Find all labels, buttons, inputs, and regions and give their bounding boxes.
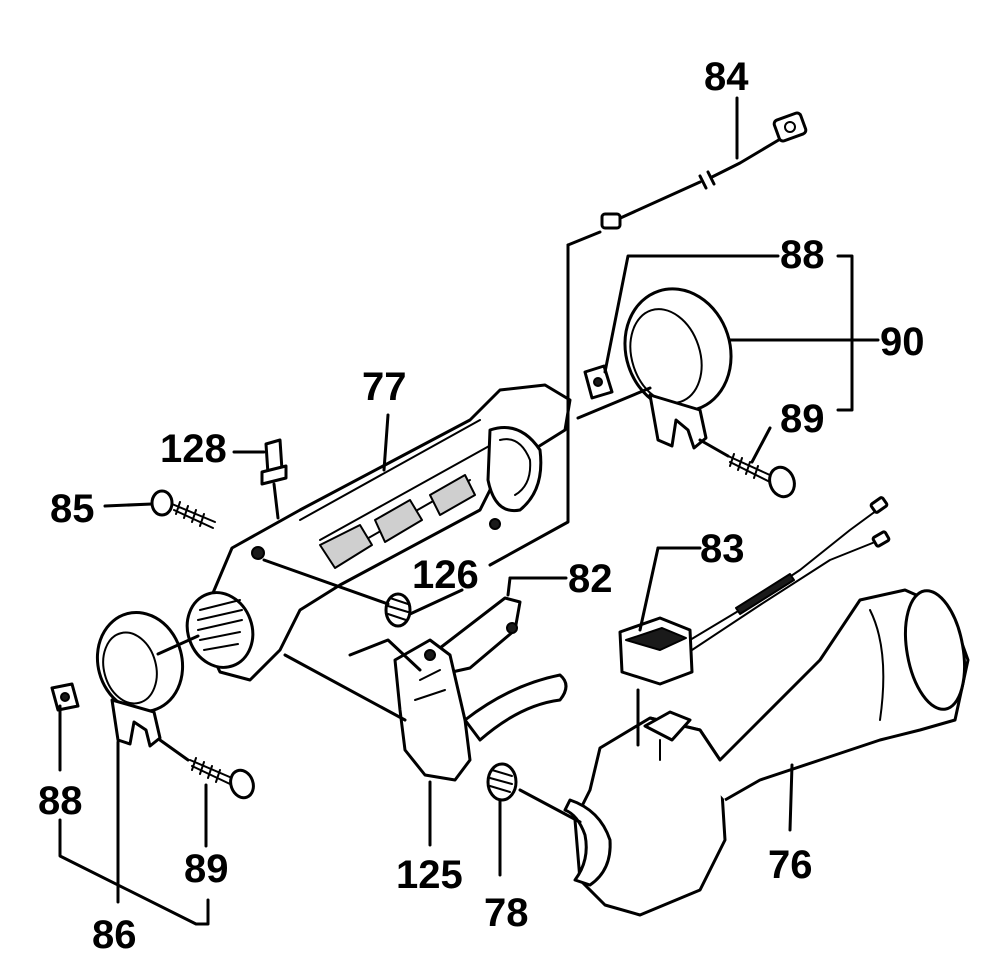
label-83: 83: [700, 527, 745, 571]
label-90: 90: [880, 320, 925, 364]
label-77: 77: [362, 365, 407, 409]
part-labels: 84 88 90 89 77 128 85 126 82 83 76 88 86…: [38, 55, 925, 957]
leader-lines: [58, 96, 880, 926]
label-128: 128: [160, 427, 227, 471]
rear-handle-76: [563, 588, 970, 917]
clamp-screw-89-top: [727, 453, 796, 499]
label-125: 125: [396, 853, 463, 897]
label-89-bottom: 89: [184, 847, 229, 891]
throttle-trigger-125: [393, 638, 568, 782]
stop-switch-83: [618, 496, 891, 686]
trigger-spring-78: [486, 762, 518, 802]
label-78: 78: [484, 891, 529, 935]
label-82: 82: [568, 557, 613, 601]
label-88-bottom: 88: [38, 779, 83, 823]
label-84: 84: [704, 55, 749, 99]
handle-frame-77: [185, 383, 572, 682]
label-89-top: 89: [780, 397, 825, 441]
clamp-86: [95, 610, 185, 748]
lever-spring-126: [384, 592, 412, 628]
nut-plate-88-top: [583, 364, 614, 400]
pin-128: [260, 438, 288, 486]
label-85: 85: [50, 487, 95, 531]
clamp-screw-89-bottom: [189, 757, 255, 800]
label-76: 76: [768, 843, 813, 887]
label-86: 86: [92, 913, 137, 957]
frame-screw-85: [150, 489, 216, 529]
label-126: 126: [412, 553, 479, 597]
clamp-90: [623, 287, 733, 450]
nut-plate-88-bottom: [50, 682, 80, 712]
wire-lead-84: [600, 111, 808, 230]
label-88-top: 88: [780, 233, 825, 277]
